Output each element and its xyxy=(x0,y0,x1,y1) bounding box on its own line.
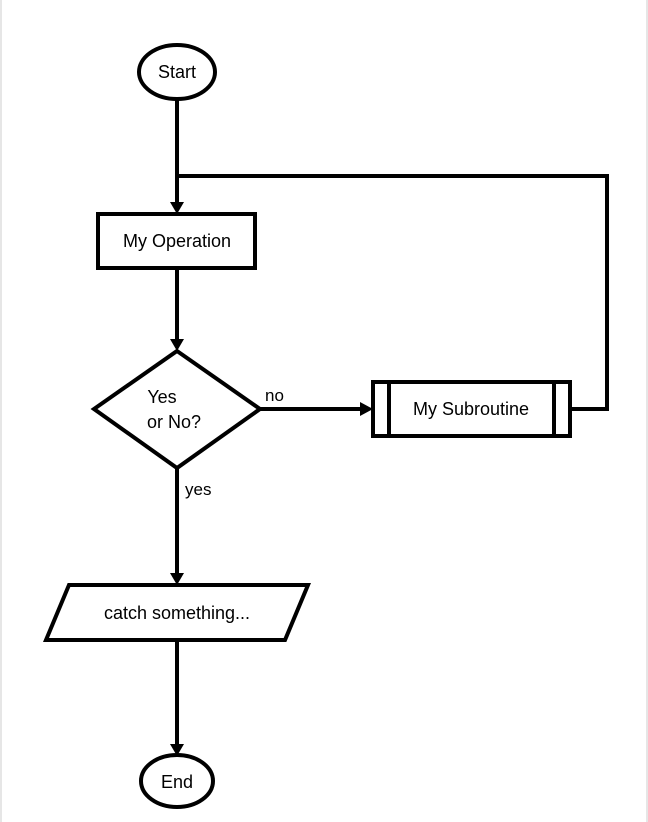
edge-label-yes: yes xyxy=(185,480,211,499)
arrowhead-decision-in xyxy=(170,339,184,351)
start-label: Start xyxy=(158,62,196,82)
decision-label-line1: Yes xyxy=(147,387,176,407)
decision-diamond-shape xyxy=(90,348,264,471)
edge-label-no: no xyxy=(265,386,284,405)
arrowhead-io-in xyxy=(170,573,184,585)
arrowhead-subroutine-in xyxy=(360,402,373,416)
node-end: End xyxy=(139,753,215,809)
end-terminal-shape xyxy=(139,753,215,809)
subroutine-shape xyxy=(371,380,572,438)
node-decision: Yes or No? xyxy=(90,348,264,471)
io-parallelogram-shape xyxy=(42,583,312,642)
subroutine-label: My Subroutine xyxy=(413,399,529,419)
node-io: catch something... xyxy=(42,583,312,642)
operation-label: My Operation xyxy=(123,231,231,251)
arrowhead-operation-in xyxy=(170,202,184,214)
node-subroutine: My Subroutine xyxy=(371,380,572,438)
decision-label-line2: or No? xyxy=(147,412,201,432)
edge-subroutine-loop-back xyxy=(177,174,609,411)
end-label: End xyxy=(161,772,193,792)
operation-process-shape xyxy=(96,212,257,270)
start-terminal-shape xyxy=(137,43,217,101)
node-start: Start xyxy=(137,43,217,101)
io-label: catch something... xyxy=(104,603,250,623)
node-operation: My Operation xyxy=(96,212,257,270)
arrowhead-end-in xyxy=(170,744,184,756)
